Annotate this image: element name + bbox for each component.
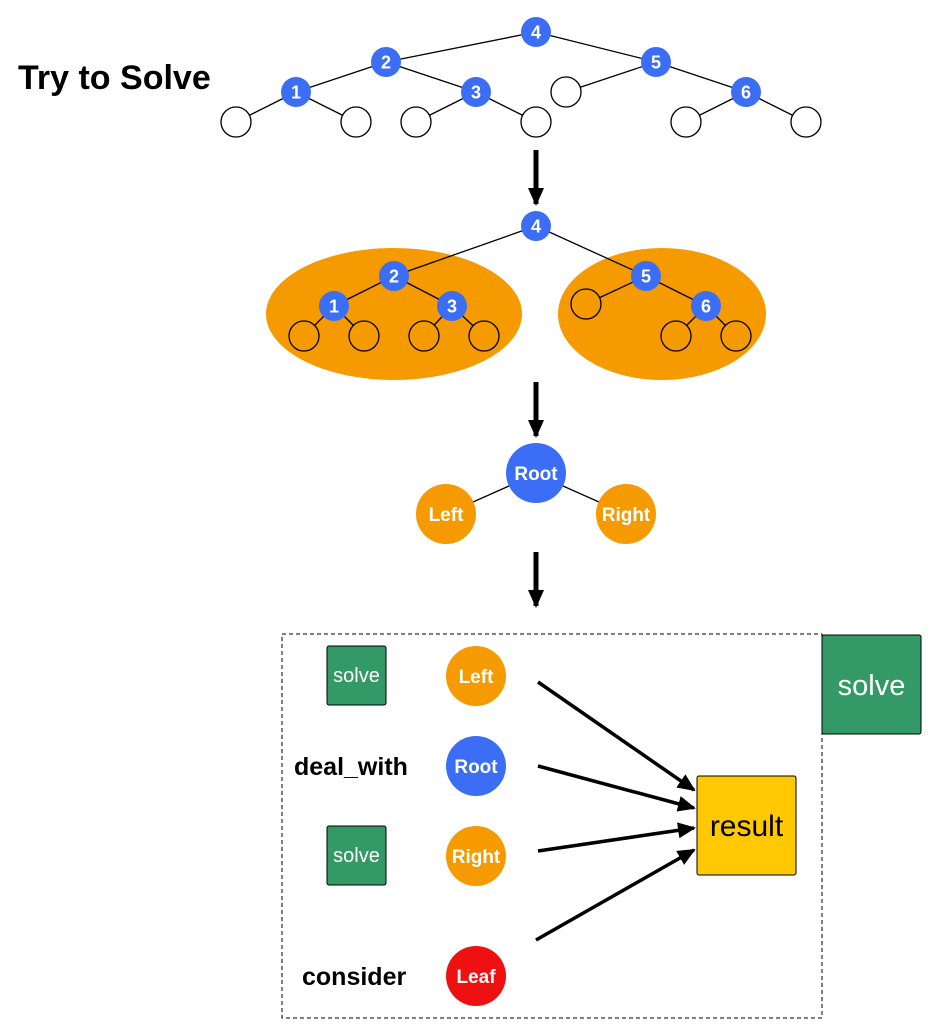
mid-tree-leaves [288,288,752,352]
empty-leaf [468,320,500,352]
left-node [416,484,476,544]
leaf-label: Leaf [456,967,496,988]
process-panel [281,633,823,1019]
empty-leaf [408,320,440,352]
empty-leaf [220,106,252,138]
solve-label: solve [333,665,380,687]
top-tree-leaves [220,76,822,138]
side-solve-label: solve [838,670,906,702]
node-label: 5 [651,53,661,73]
left-node [446,646,506,706]
root-label: Root [514,464,558,485]
deal-with-label: deal_with [294,753,408,781]
left-label: Left [459,667,495,688]
right-node [446,826,506,886]
empty-leaf [550,76,582,108]
top-tree-nodes: 4 2 5 1 3 6 [281,17,761,107]
node-label: 4 [531,217,541,237]
tree-node [731,77,761,107]
tree-node [641,47,671,77]
empty-leaf [340,106,372,138]
result-arrows [535,680,696,942]
mid-tree-nodes: 4 2 5 1 3 6 [319,211,721,321]
node-label: 4 [531,23,541,43]
node-label: 6 [701,297,711,317]
root-node [506,443,566,503]
tree-node [371,47,401,77]
node-label: 2 [389,267,399,287]
left-subtree-ellipse [266,248,522,380]
tree-node [631,261,661,291]
tree-node [379,261,409,291]
right-node [596,484,656,544]
tree-node [319,291,349,321]
abstract-tree: Root Left Right [416,443,656,544]
result-label: result [710,810,784,843]
empty-leaf [720,320,752,352]
empty-leaf [520,106,552,138]
page-title: Try to Solve [18,59,211,97]
node-label: 5 [641,267,651,287]
empty-leaf [660,320,692,352]
node-label: 1 [291,83,301,103]
result-box [696,775,797,876]
node-label: 6 [741,83,751,103]
left-label: Left [429,505,465,526]
empty-leaf [400,106,432,138]
solve-label: solve [333,845,380,867]
leaf-node [446,946,506,1006]
solve-box [326,825,387,886]
tree-node [437,291,467,321]
node-label: 3 [471,83,481,103]
empty-leaf [790,106,822,138]
node-label: 1 [329,297,339,317]
node-label: 2 [381,53,391,73]
empty-leaf [288,320,320,352]
side-solve-box [821,634,922,735]
tree-node [281,77,311,107]
root-label: Root [454,757,498,778]
right-label: Right [452,847,501,868]
solve-box [326,645,387,706]
node-label: 3 [447,297,457,317]
top-tree [235,31,807,123]
empty-leaf [570,288,602,320]
root-node [446,736,506,796]
empty-leaf [670,106,702,138]
right-subtree-ellipse [558,248,766,380]
right-label: Right [602,505,651,526]
tree-node [461,77,491,107]
tree-node [521,17,551,47]
tree-node [521,211,551,241]
empty-leaf [348,320,380,352]
consider-label: consider [302,963,406,991]
tree-node [691,291,721,321]
